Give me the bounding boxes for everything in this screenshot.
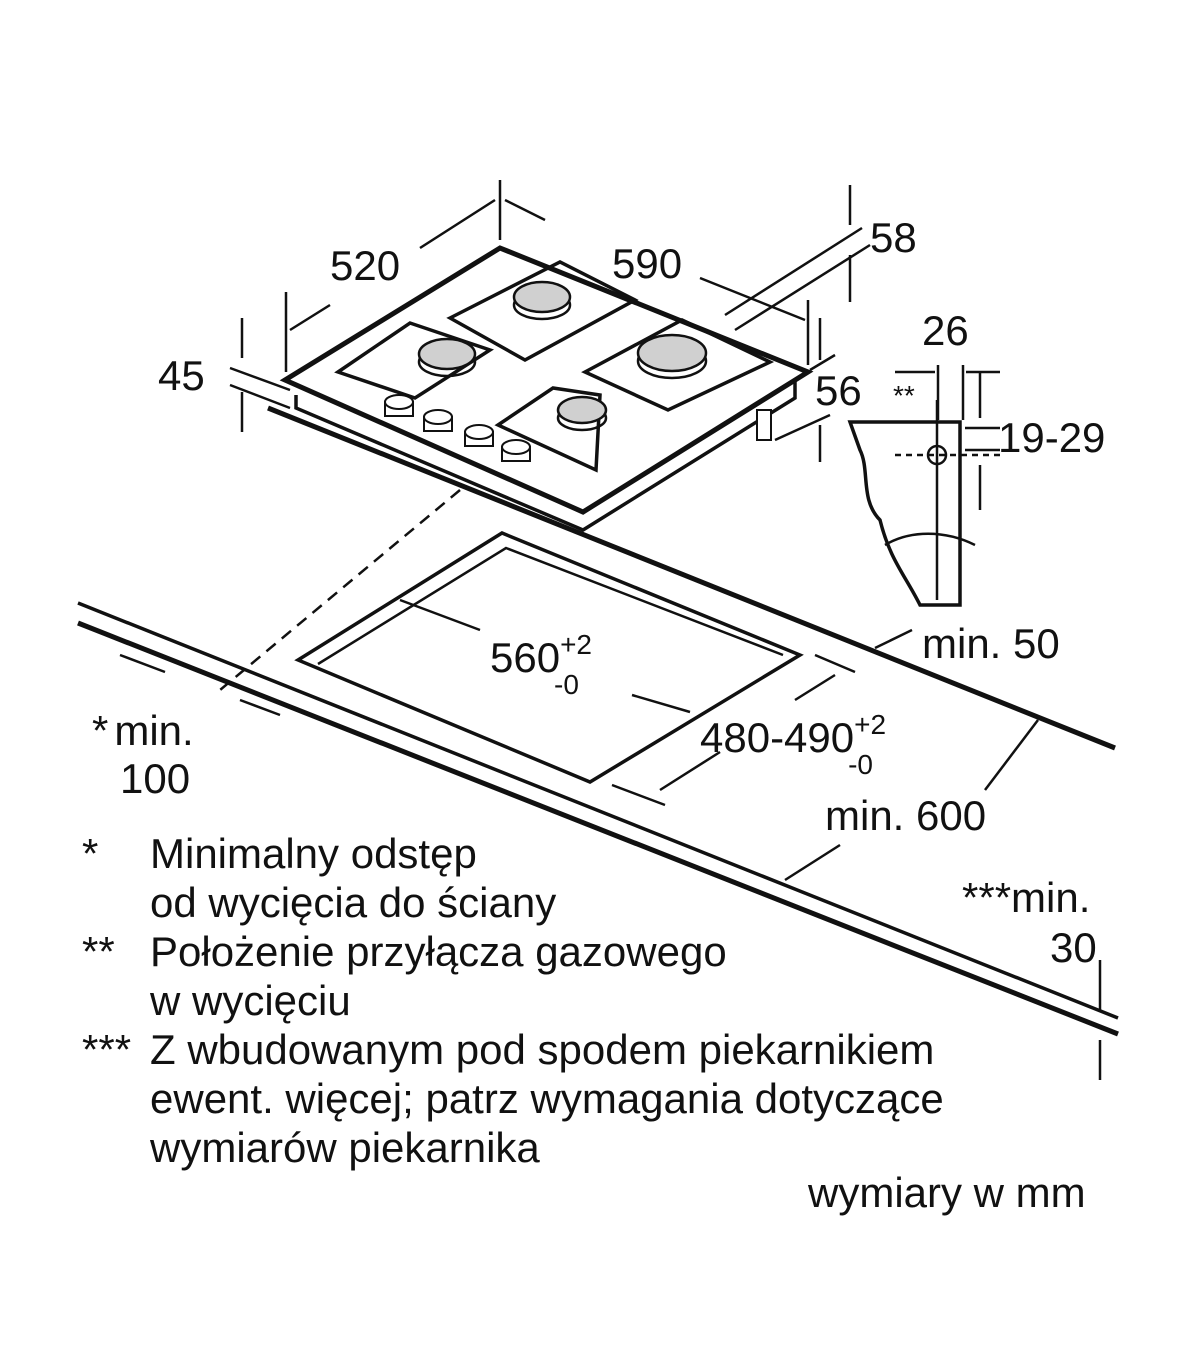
knob xyxy=(464,424,494,447)
worktop-back-edge xyxy=(267,405,1116,751)
dim-cutout-depth-label: 480-490+2 -0 xyxy=(700,709,886,780)
note-line: ewent. więcej; patrz wymagania dotyczące xyxy=(150,1075,944,1122)
dimension-line xyxy=(239,698,281,717)
hob xyxy=(279,245,814,532)
value: 560 xyxy=(490,634,560,681)
dimension-line xyxy=(504,198,546,222)
dimension-line xyxy=(814,653,856,674)
worktop xyxy=(77,405,1119,1037)
dimension-line xyxy=(734,243,871,332)
connector-mark: ** xyxy=(893,380,915,411)
value: 480-490 xyxy=(700,714,854,761)
connector-bracket xyxy=(847,420,962,607)
tolerance-minus: -0 xyxy=(554,669,579,700)
tolerance-plus: +2 xyxy=(560,629,592,660)
cutout-outer xyxy=(294,531,804,784)
control-knobs xyxy=(384,394,531,462)
dim-min-wall-label: *min. xyxy=(92,707,194,754)
dimension-line xyxy=(119,653,166,674)
bracket-section-line xyxy=(884,532,976,547)
tolerance-plus: +2 xyxy=(854,709,886,740)
dim-min-thickness-label: ***min. xyxy=(962,874,1090,921)
note-mark: *** xyxy=(82,1026,131,1073)
tolerance-minus: -0 xyxy=(848,749,873,780)
note-line: Z wbudowanym pod spodem piekarnikiem xyxy=(150,1026,934,1073)
dim-cutout-width-label: 560+2 -0 xyxy=(490,629,592,700)
dimension-line xyxy=(724,226,863,317)
note-line: od wycięcia do ściany xyxy=(150,879,556,926)
cutout-inner xyxy=(317,546,784,666)
pan-support xyxy=(334,321,495,400)
star: * xyxy=(92,707,108,754)
burner-right xyxy=(581,318,775,412)
dimension-line xyxy=(774,413,831,442)
dimension-line xyxy=(419,198,496,250)
dimension-line xyxy=(809,353,836,372)
burner-cap xyxy=(417,337,477,371)
worktop-front-edge-bottom xyxy=(77,620,1119,1037)
dim-connector-height-label: 19-29 xyxy=(998,414,1105,461)
dim-height-total-label: 45 xyxy=(158,352,205,399)
knob xyxy=(501,439,531,462)
dimension-line xyxy=(631,693,691,714)
knob xyxy=(384,394,414,417)
worktop-front-edge-top xyxy=(77,601,1119,1020)
burner-rear xyxy=(446,260,639,362)
dim-min-thickness-value: 30 xyxy=(1050,924,1097,971)
hob-body xyxy=(294,380,797,532)
dim-height-front-label: 56 xyxy=(815,367,862,414)
pan-support xyxy=(446,260,639,362)
burner-left xyxy=(334,321,495,400)
dim-connector-offset-label: 26 xyxy=(922,307,969,354)
note-mark: * xyxy=(82,830,98,877)
label: min. xyxy=(114,707,193,754)
dim-width-label: 590 xyxy=(612,240,682,287)
dimension-line xyxy=(611,783,666,807)
dimension-line xyxy=(289,303,331,332)
gas-connector xyxy=(756,409,772,441)
cutout xyxy=(219,489,804,784)
note-mark: ** xyxy=(82,928,115,975)
burner-cap xyxy=(636,333,708,373)
pan-support xyxy=(581,318,775,412)
dim-min-worktop-depth-label: min. 600 xyxy=(825,792,986,839)
burner-front xyxy=(494,386,608,473)
units-note: wymiary w mm xyxy=(807,1169,1086,1216)
burner-cap xyxy=(556,395,608,425)
knob xyxy=(423,409,453,432)
burner-cap xyxy=(512,280,572,314)
dimension-line xyxy=(984,719,1039,791)
dim-height-rear-label: 58 xyxy=(870,214,917,261)
dimension-line xyxy=(784,843,841,882)
note-line: Położenie przyłącza gazowego xyxy=(150,928,727,975)
alignment-dashed-line xyxy=(219,489,461,691)
dim-min-back-label: min. 50 xyxy=(922,620,1060,667)
dimension-line xyxy=(399,598,481,632)
dimension-line xyxy=(229,366,291,392)
dimension-line xyxy=(874,628,913,650)
note-line: w wycięciu xyxy=(149,977,351,1024)
pan-support xyxy=(494,386,602,473)
note-line: wymiarów piekarnika xyxy=(149,1124,540,1171)
dimension-line xyxy=(229,383,291,410)
dim-min-wall-value: 100 xyxy=(120,755,190,802)
dim-depth-label: 520 xyxy=(330,242,400,289)
note-line: Minimalny odstęp xyxy=(150,830,477,877)
hob-glass-top xyxy=(279,245,814,515)
dimension-line xyxy=(794,673,836,702)
dimension-line xyxy=(659,750,721,792)
dimension-lines xyxy=(119,180,1102,1080)
